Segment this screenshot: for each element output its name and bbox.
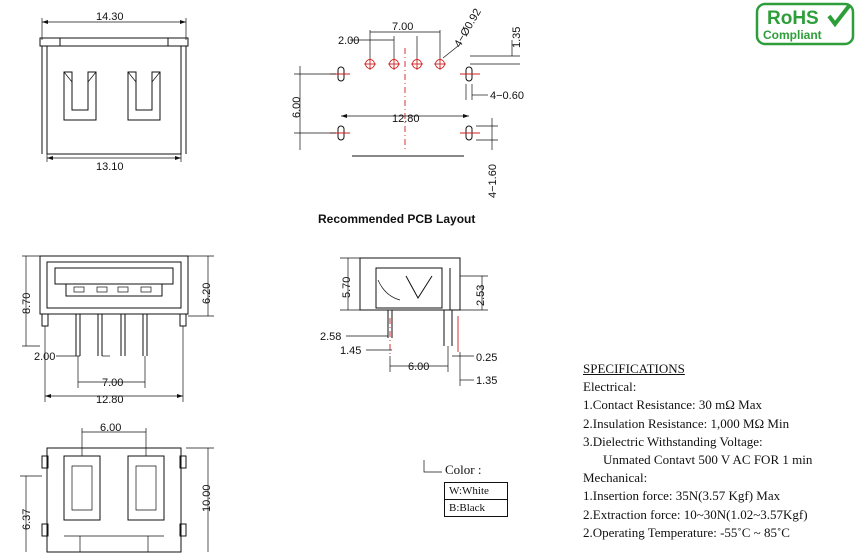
- dim-side-5-70: 5.70: [341, 277, 353, 298]
- dim-front-12-80: 12.80: [96, 394, 124, 406]
- spec-electrical-label: Electrical:: [583, 379, 637, 395]
- dim-side-1-35: 1.35: [476, 375, 497, 387]
- spec-line: 1.Contact Resistance: 30 mΩ Max: [583, 397, 762, 413]
- dim-front-6-20: 6.20: [201, 283, 213, 304]
- rohs-badge: RoHS Compliant: [755, 2, 855, 46]
- rohs-title: RoHS: [767, 8, 819, 29]
- dim-top-14-30: 14.30: [96, 11, 124, 23]
- dim-pcb-7-00: 7.00: [392, 21, 413, 33]
- spec-line: 2.Insulation Resistance: 1,000 MΩ Min: [583, 415, 790, 431]
- spec-title: SPECIFICATIONS: [583, 361, 685, 376]
- dim-pcb-hole: 4−Ø0.92: [452, 7, 484, 50]
- dim-pcb-1-60: 4−1.60: [487, 164, 499, 198]
- top-view: 14.30 13.10: [39, 11, 189, 173]
- side-view: 5.70 2.53 2.58 1.45 6.00 0.25 1.35: [320, 257, 497, 387]
- dim-top-13-10: 13.10: [96, 161, 124, 173]
- dim-pcb-12-80: 12.80: [392, 113, 420, 125]
- pcb-hole: [364, 58, 376, 70]
- spec-line: 1.Insertion force: 35N(3.57 Kgf) Max: [583, 488, 781, 504]
- checkmark-icon: [827, 4, 851, 28]
- spec-line: 3.Dielectric Withstanding Voltage:: [583, 433, 763, 449]
- color-table: W:White B:Black: [444, 482, 508, 517]
- pcb-hole: [434, 58, 446, 70]
- dim-pcb-6-00: 6.00: [291, 97, 303, 118]
- dim-bottom-6-00: 6.00: [100, 422, 121, 434]
- dim-pcb-1-35: 1.35: [511, 27, 523, 48]
- color-label: Color :: [445, 462, 482, 477]
- color-option-white: W:White: [444, 482, 508, 500]
- dim-front-7-00: 7.00: [102, 377, 123, 389]
- pcb-hole: [388, 58, 400, 70]
- dim-side-2-58: 2.58: [320, 331, 341, 343]
- spec-mechanical-label: Mechanical:: [583, 470, 648, 486]
- dim-pcb-0-60: 4−0.60: [490, 90, 524, 102]
- pcb-title: Recommended PCB Layout: [318, 212, 475, 226]
- dim-side-0-25: 0.25: [476, 352, 497, 364]
- spec-line: Unmated Contavt 500 V AC FOR 1 min: [603, 452, 813, 468]
- spec-line: 2.Extraction force: 10~30N(1.02~3.57Kgf): [583, 506, 808, 522]
- dim-side-1-45: 1.45: [340, 345, 361, 357]
- pcb-layout: 7.00 2.00 4−Ø0.92 1.35 6.00: [291, 7, 524, 226]
- bottom-view: 6.00 6.37 10.00: [20, 422, 214, 553]
- dim-bottom-10-00: 10.00: [201, 484, 213, 512]
- dim-side-2-53: 2.53: [475, 285, 487, 306]
- specifications: SPECIFICATIONS Electrical: 1.Contact Res…: [583, 360, 812, 542]
- spec-line: 2.Operating Temperature: -55˚C ~ 85˚C: [583, 524, 790, 540]
- dim-bottom-6-37: 6.37: [21, 509, 33, 530]
- front-view: 8.70 6.20 2.00 7.00 12.80: [21, 255, 214, 406]
- dim-front-8-70: 8.70: [21, 293, 33, 314]
- dim-side-6-00: 6.00: [408, 361, 429, 373]
- color-leader: [423, 460, 442, 473]
- color-option-black: B:Black: [444, 499, 508, 517]
- dim-pcb-2-00: 2.00: [338, 35, 359, 47]
- rohs-compliant: Compliant: [763, 28, 822, 42]
- pcb-hole: [411, 58, 423, 70]
